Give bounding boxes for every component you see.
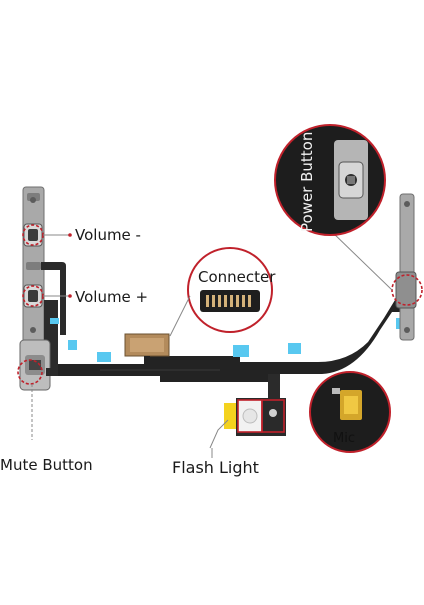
adhesive-pad: [50, 318, 59, 324]
connector-leader: [169, 295, 191, 337]
label-mic: Mic: [333, 431, 355, 446]
label-power-button: Power Button: [298, 131, 316, 232]
label-mute-button: Mute Button: [0, 456, 93, 474]
mic-zoom: [309, 371, 391, 453]
left-bracket: [22, 186, 45, 348]
mute-switch: [17, 339, 62, 391]
label-volume-down: Volume -: [75, 226, 141, 244]
label-connector: Connecter: [198, 268, 276, 286]
power-zoom: [274, 124, 386, 236]
flash-leader: [209, 419, 229, 449]
label-flash-light: Flash Light: [172, 458, 259, 477]
label-volume-up: Volume +: [75, 288, 149, 306]
connector-tab: [124, 333, 170, 364]
volume-up-switch: [22, 284, 44, 308]
flash-module: [224, 374, 286, 436]
connector-zoom: [187, 247, 273, 333]
volume-down-switch: [22, 223, 44, 247]
power-leader: [329, 229, 393, 291]
left-leaders: [31, 234, 70, 440]
right-bracket: [391, 193, 423, 341]
main-flex-cable: [58, 300, 402, 382]
